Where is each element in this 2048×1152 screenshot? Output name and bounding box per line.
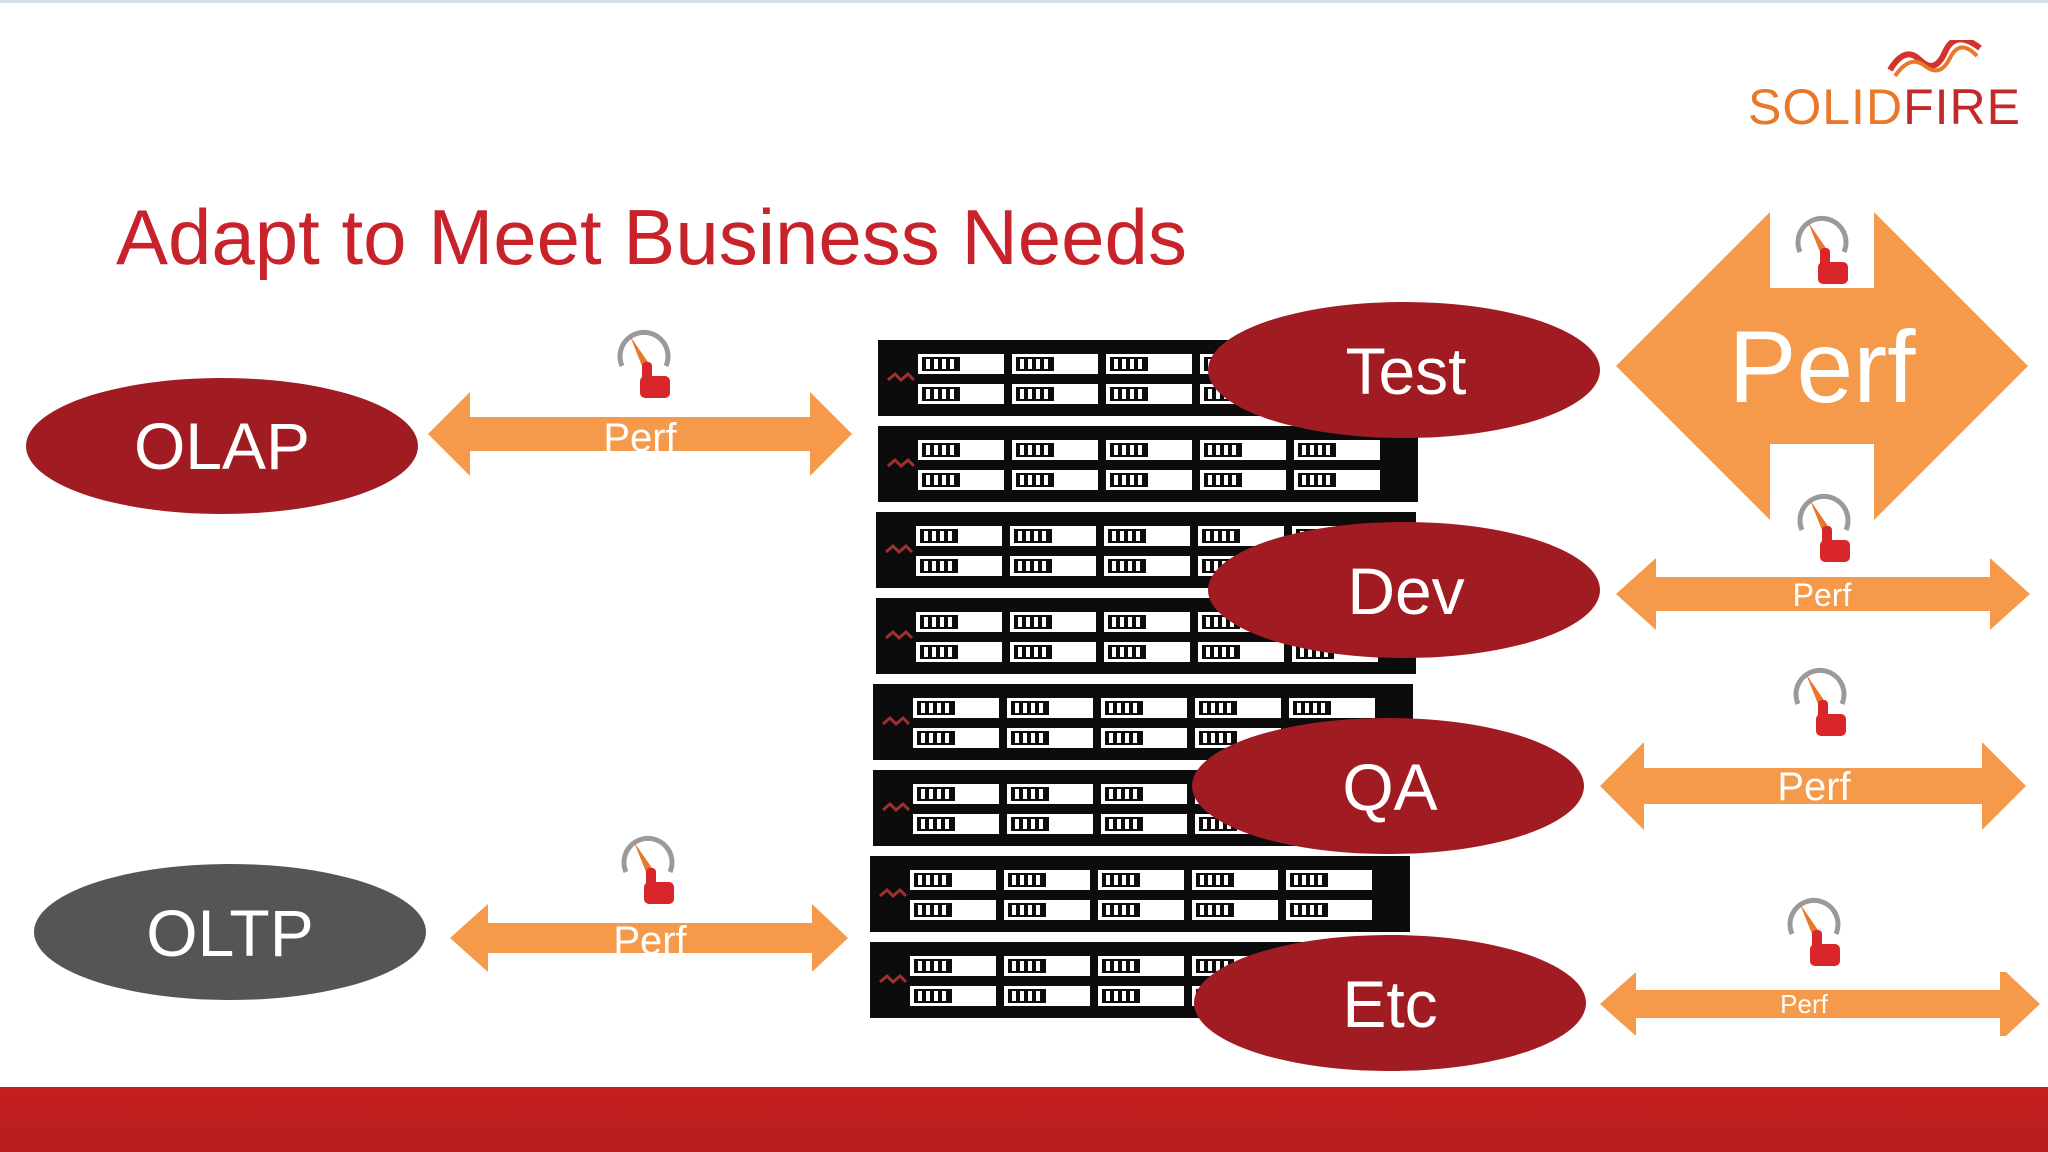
- qa-perf-label: Perf: [1777, 765, 1851, 809]
- dev-ellipse: [1208, 522, 1600, 658]
- gauge-hand-icon: [624, 838, 674, 904]
- gauge-hand-icon: [1800, 496, 1850, 562]
- dev-perf-arrow: [1616, 558, 2030, 630]
- diagram-canvas: OLAP Perf OLTP Perf Test Perf Dev Perf Q…: [26, 212, 2040, 1071]
- oltp-label: OLTP: [146, 896, 313, 970]
- qa-label: QA: [1342, 750, 1437, 824]
- olap-group: OLAP Perf: [26, 332, 852, 514]
- test-group: Test Perf: [1208, 212, 2028, 520]
- storage-node: [878, 426, 1418, 502]
- oltp-group: OLTP Perf: [34, 838, 848, 1000]
- gauge-hand-icon: [1790, 900, 1840, 966]
- storage-cluster: [870, 340, 1418, 1018]
- test-label: Test: [1345, 334, 1466, 408]
- solidfire-flame-icon: [1887, 40, 1982, 78]
- top-divider: [0, 0, 2048, 3]
- solidfire-logo: SOLIDFIRE: [1740, 40, 2020, 135]
- dev-group: Dev Perf: [1208, 496, 2030, 658]
- qa-ellipse: [1192, 718, 1584, 854]
- gauge-hand-icon: [620, 332, 670, 398]
- olap-perf-label: Perf: [603, 416, 677, 460]
- etc-group: Etc Perf: [1194, 900, 2040, 1071]
- qa-group: QA Perf: [1192, 670, 2026, 854]
- logo-text-fire: FIRE: [1903, 79, 2021, 135]
- slide-title: Adapt to Meet Business Needs: [116, 193, 1187, 281]
- storage-node: [870, 856, 1410, 932]
- etc-perf-arrow: [1600, 972, 2040, 1036]
- logo-wordmark: SOLIDFIRE: [1748, 78, 2021, 136]
- test-ellipse: [1208, 302, 1600, 438]
- etc-label: Etc: [1342, 967, 1437, 1041]
- etc-perf-label: Perf: [1780, 989, 1828, 1019]
- olap-perf-arrow: [428, 392, 852, 476]
- test-perf-arrow: [1616, 212, 2028, 520]
- dev-perf-label: Perf: [1793, 577, 1852, 613]
- dev-label: Dev: [1347, 554, 1464, 628]
- oltp-perf-arrow: [450, 904, 848, 972]
- olap-label: OLAP: [134, 409, 310, 483]
- qa-perf-arrow: [1600, 742, 2026, 830]
- footer-bar: [0, 1087, 2048, 1152]
- oltp-perf-label: Perf: [613, 919, 687, 963]
- test-perf-label: Perf: [1728, 310, 1916, 424]
- logo-text-solid: SOLID: [1748, 79, 1904, 135]
- gauge-hand-icon: [1798, 218, 1848, 284]
- olap-ellipse: [26, 378, 418, 514]
- gauge-hand-icon: [1796, 670, 1846, 736]
- oltp-ellipse: [34, 864, 426, 1000]
- etc-ellipse: [1194, 935, 1586, 1071]
